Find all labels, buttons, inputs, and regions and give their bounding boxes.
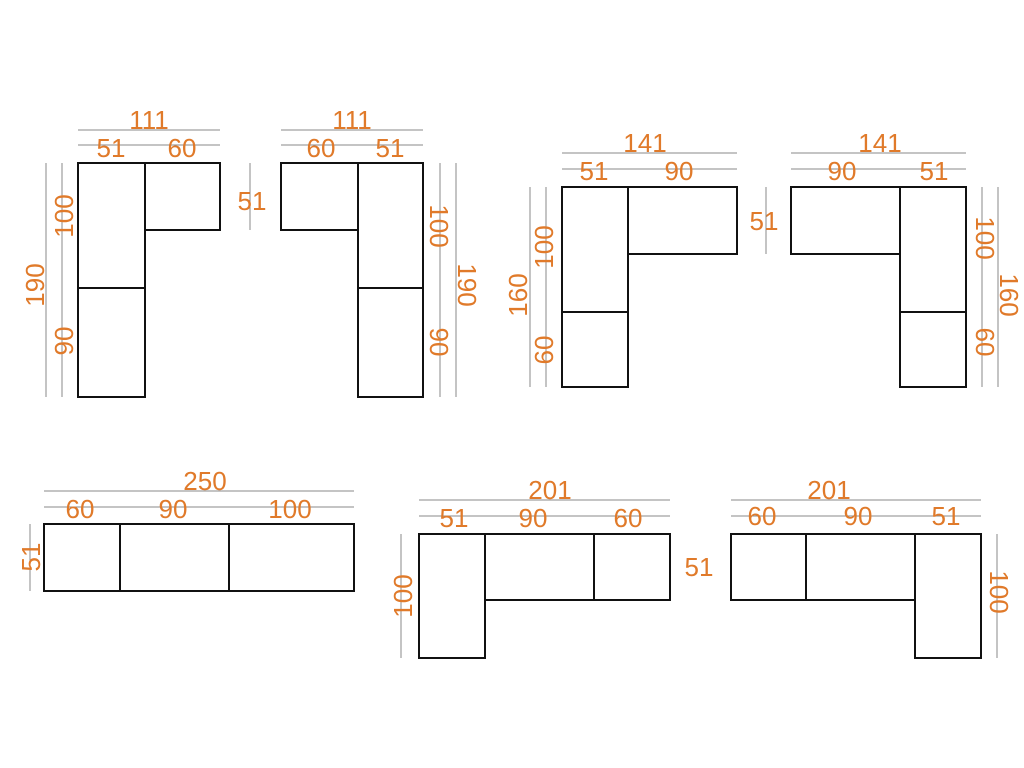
- module-arm: [627, 186, 738, 255]
- module-lower: [899, 311, 967, 388]
- label-seg-1: 51: [580, 156, 609, 186]
- module-middle: [484, 533, 595, 601]
- label-h-2: 60: [529, 336, 559, 365]
- label-total-height: 160: [994, 273, 1024, 316]
- label-seg-3: 60: [614, 503, 643, 533]
- label-h-2: 90: [49, 327, 79, 356]
- dimension-lines: [529, 152, 767, 387]
- module-arm: [790, 186, 901, 255]
- label-depth: 51: [238, 186, 267, 216]
- label-total-width: 201: [807, 475, 850, 505]
- module-arm: [144, 162, 221, 231]
- module-arm: [280, 162, 359, 231]
- layout-l-short-right: 141 51 90 51 160 100 60: [503, 128, 779, 388]
- label-total-width: 141: [623, 128, 666, 158]
- module-chaise: [914, 533, 982, 659]
- layout-l-short-left: 141 90 51 100 60 160: [790, 128, 1024, 388]
- label-depth: 51: [16, 543, 46, 572]
- label-h-2: 60: [970, 328, 1000, 357]
- label-h-2: 90: [424, 328, 454, 357]
- label-seg-3: 100: [268, 494, 311, 524]
- dimension-lines: [29, 490, 354, 591]
- module-lower: [77, 287, 146, 398]
- layout-corner-right: 201 60 90 51 100: [730, 475, 1014, 659]
- label-total-width: 201: [528, 475, 571, 505]
- label-total-width: 141: [858, 128, 901, 158]
- label-seg-1: 60: [66, 494, 95, 524]
- module-end: [730, 533, 807, 601]
- label-depth: 51: [685, 552, 714, 582]
- label-total-height: 160: [503, 273, 533, 316]
- label-h-1: 100: [970, 216, 1000, 259]
- label-seg-2: 51: [376, 133, 405, 163]
- module-middle: [805, 533, 916, 601]
- label-seg-2: 90: [844, 501, 873, 531]
- module-end: [593, 533, 671, 601]
- layout-l-right: 111 51 60 51 190 100 90: [20, 105, 267, 398]
- label-seg-1: 90: [828, 156, 857, 186]
- label-seg-2: 90: [519, 503, 548, 533]
- layout-corner-left: 201 51 90 60 51 100: [388, 475, 714, 659]
- label-height: 100: [388, 574, 418, 617]
- label-depth: 51: [750, 206, 779, 236]
- module-upper: [899, 186, 967, 313]
- dimension-lines: [45, 129, 251, 397]
- module-lower: [357, 287, 424, 398]
- label-seg-1: 60: [307, 133, 336, 163]
- module-lower: [561, 311, 629, 388]
- label-total-height: 190: [20, 263, 50, 306]
- module-left: [43, 523, 121, 592]
- dimension-lines: [281, 129, 457, 397]
- label-seg-2: 51: [920, 156, 949, 186]
- module-upper: [77, 162, 146, 289]
- label-seg-3: 51: [932, 501, 961, 531]
- label-seg-2: 90: [665, 156, 694, 186]
- module-chaise: [418, 533, 486, 659]
- label-seg-2: 90: [159, 494, 188, 524]
- layout-l-left: 111 60 51 100 90 190: [280, 105, 482, 398]
- dimension-lines: [731, 499, 998, 658]
- label-h-1: 100: [424, 204, 454, 247]
- dimension-lines: [791, 152, 999, 387]
- label-total-width: 111: [332, 105, 372, 135]
- label-total-width: 250: [183, 466, 226, 496]
- dimension-lines: [400, 499, 670, 658]
- layout-straight: 250 60 90 100 51: [16, 466, 355, 592]
- label-h-1: 100: [49, 194, 79, 237]
- label-h-1: 100: [529, 225, 559, 268]
- label-seg-1: 51: [97, 133, 126, 163]
- label-total-width: 111: [129, 105, 169, 135]
- module-upper: [561, 186, 629, 313]
- label-total-height: 190: [452, 263, 482, 306]
- module-upper: [357, 162, 424, 289]
- label-seg-1: 51: [440, 503, 469, 533]
- label-seg-1: 60: [748, 501, 777, 531]
- module-middle: [119, 523, 230, 592]
- module-right: [228, 523, 355, 592]
- label-height: 100: [984, 570, 1014, 613]
- label-seg-2: 60: [168, 133, 197, 163]
